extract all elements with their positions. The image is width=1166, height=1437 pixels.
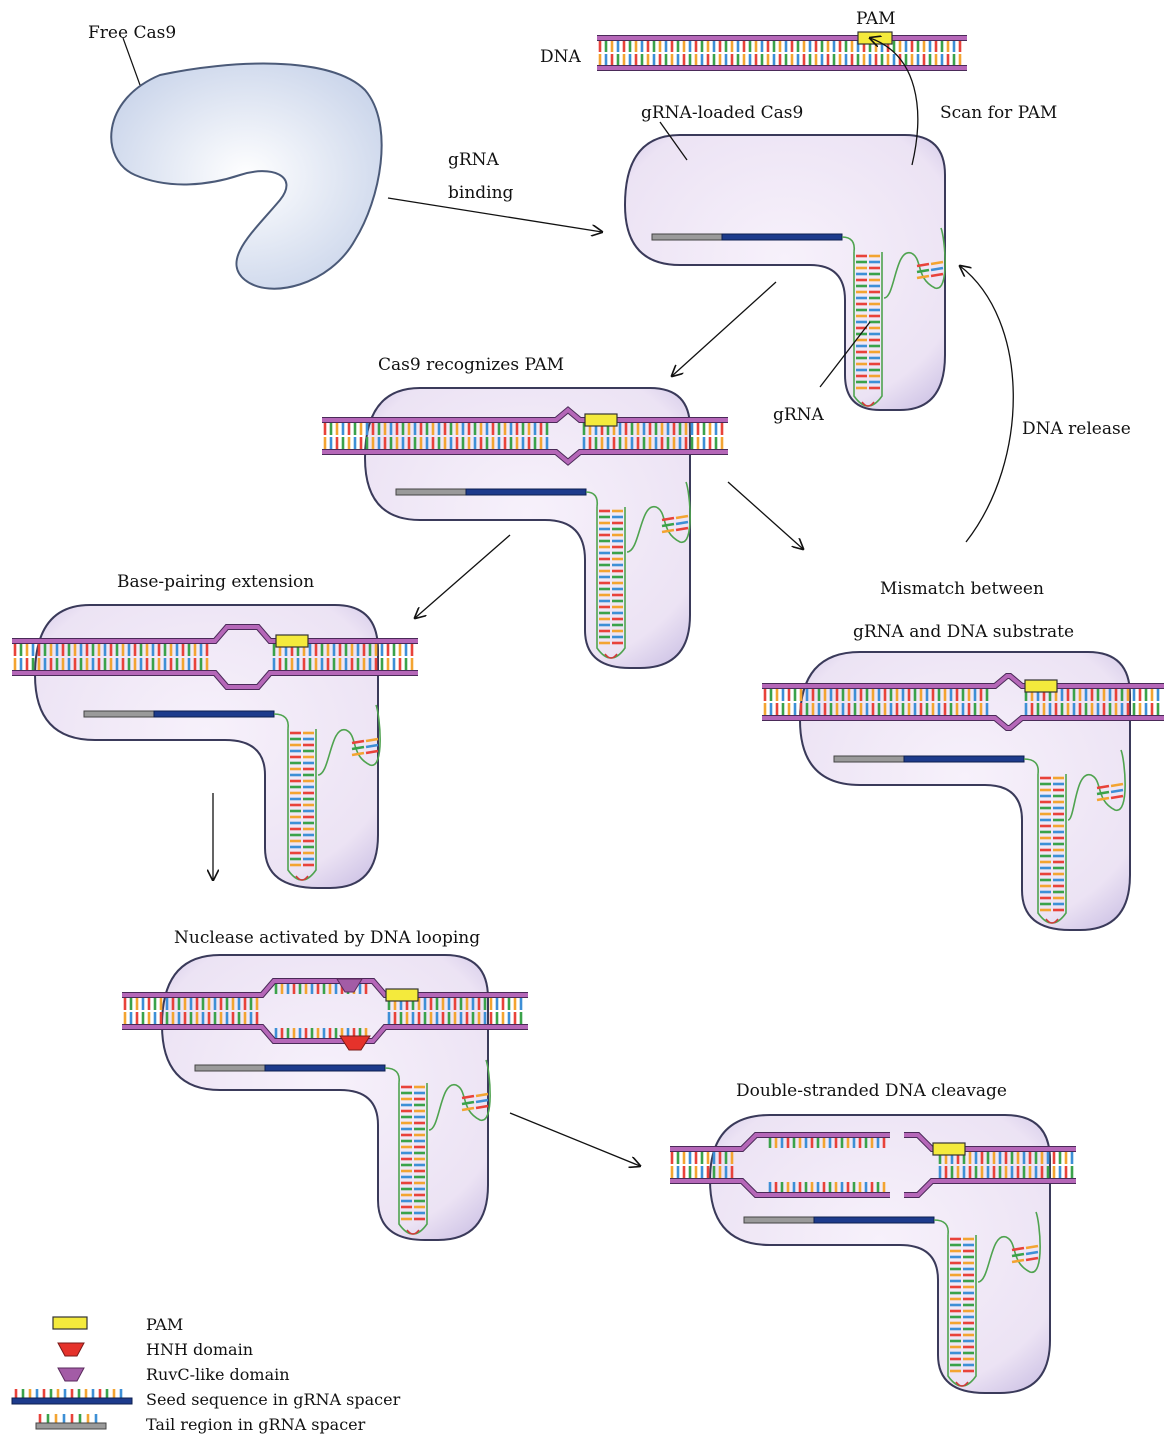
loaded-grna-seed — [722, 234, 842, 240]
mismatch-label-line2: gRNA and DNA substrate — [853, 622, 1074, 642]
basepair-grna-seed — [154, 711, 274, 717]
basepair-dna-left-bottom-bases — [15, 658, 207, 670]
recognize-pam — [585, 414, 617, 426]
mismatch-grna-tail — [834, 756, 904, 762]
mismatch-label-line1: Mismatch between — [880, 579, 1044, 599]
free-cas9-label: Free Cas9 — [88, 23, 176, 43]
loaded-grna-tail — [652, 234, 722, 240]
nuclease-grna-seed — [265, 1065, 385, 1071]
grna-binding-label-line1: gRNA — [448, 150, 500, 170]
nuclease-activated-label: Nuclease activated by DNA looping — [174, 928, 480, 948]
grna-loaded-cas9-body — [625, 135, 945, 410]
arrow-to-cleavage — [510, 1113, 640, 1166]
free-cas9-shape — [111, 64, 381, 289]
legend-layer — [12, 1317, 132, 1429]
legend-tail-ticks — [40, 1414, 96, 1423]
legend-seed-icon — [12, 1398, 132, 1404]
protein-bodies — [35, 135, 1130, 1393]
legend-label-pam: PAM — [146, 1315, 183, 1334]
free-dna-top-bases — [600, 41, 960, 52]
pam-label: PAM — [856, 9, 896, 29]
free-dna — [597, 38, 967, 68]
mismatch-pam — [1025, 680, 1057, 692]
recognize-grna-seed — [466, 489, 586, 495]
cleavage-grna-tail — [744, 1217, 814, 1223]
arrow-to-mismatch — [728, 482, 803, 549]
scan-for-pam-label: Scan for PAM — [940, 103, 1057, 123]
legend-ruvc-icon — [58, 1368, 84, 1381]
nuclease-grna-tail — [195, 1065, 265, 1071]
basepair-dna-left-top-bases — [15, 644, 207, 656]
dsdna-cleavage-label: Double-stranded DNA cleavage — [736, 1081, 1007, 1101]
mismatch-grna-seed — [904, 756, 1024, 762]
grna-binding-label-line2: binding — [448, 183, 514, 203]
base-pairing-extension-label: Base-pairing extension — [117, 572, 314, 592]
arrow-grna-binding — [388, 198, 602, 232]
dna-release-label: DNA release — [1022, 419, 1131, 439]
legend-label-seed: Seed sequence in gRNA spacer — [146, 1390, 401, 1409]
legend-hnh-icon — [58, 1343, 84, 1356]
cleavage-pam — [933, 1143, 965, 1155]
nuclease-pam — [386, 989, 418, 1001]
free-dna-bottom-bases — [600, 54, 960, 65]
free-dna-pam — [858, 32, 892, 44]
cleavage-grna-seed — [814, 1217, 934, 1223]
grna-label: gRNA — [773, 405, 825, 425]
legend-pam-icon — [53, 1317, 87, 1329]
grna-loaded-label: gRNA-loaded Cas9 — [641, 103, 803, 123]
legend-label-hnh: HNH domain — [146, 1340, 253, 1359]
dna-label: DNA — [540, 47, 582, 67]
arrow-to-base-pairing — [415, 535, 510, 618]
recognize-grna-tail — [396, 489, 466, 495]
arrow-to-recognize — [672, 282, 776, 376]
basepair-pam — [276, 635, 308, 647]
legend-tail-icon — [36, 1423, 106, 1429]
free-cas9-pointer — [123, 38, 140, 85]
basepair-grna-tail — [84, 711, 154, 717]
legend-seed-ticks — [16, 1389, 121, 1398]
legend-label-tail: Tail region in gRNA spacer — [146, 1415, 366, 1434]
cas9-recognizes-pam-label: Cas9 recognizes PAM — [378, 355, 564, 375]
arrow-dna-release — [960, 266, 1013, 542]
legend-label-ruvc: RuvC-like domain — [146, 1365, 290, 1384]
